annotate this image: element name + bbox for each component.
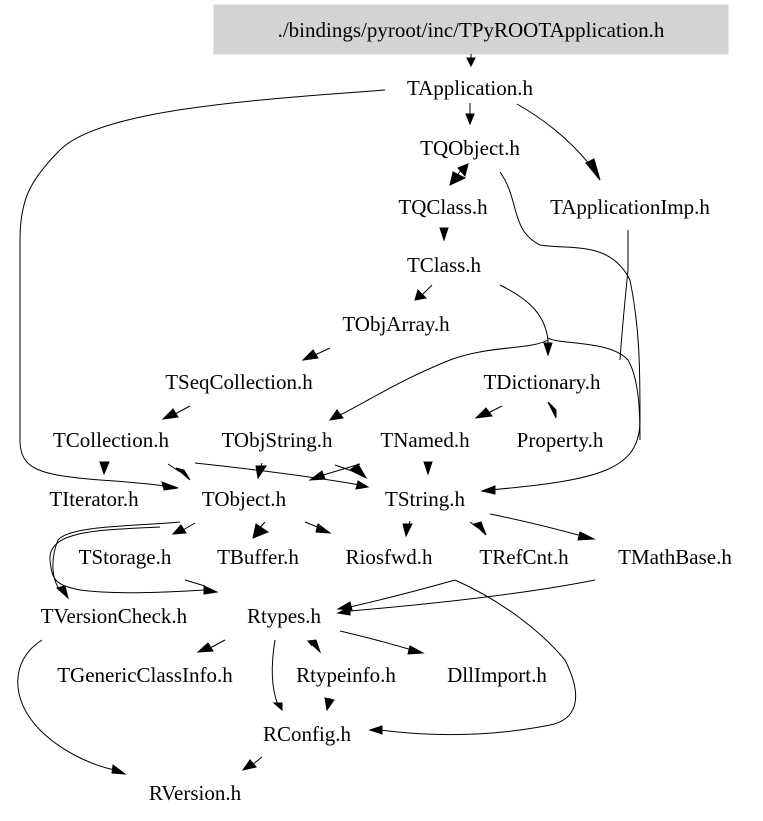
arrowhead — [480, 485, 496, 495]
node-tmathbase[interactable]: TMathBase.h — [618, 545, 732, 569]
edge-trefcnt-rtypes — [349, 579, 456, 608]
root-node-label: ./bindings/pyroot/inc/TPyROOTApplication… — [278, 18, 665, 42]
arrowhead — [306, 639, 322, 654]
arrowhead — [402, 523, 413, 538]
arrowhead — [349, 463, 368, 480]
node-root[interactable]: ./bindings/pyroot/inc/TPyROOTApplication… — [213, 4, 729, 55]
arrowhead — [203, 585, 219, 595]
edge-tobject-tstorage — [182, 522, 196, 531]
edge-tdictionary-tnamed — [487, 405, 503, 414]
node-tobjstring[interactable]: TObjString.h — [221, 428, 333, 452]
arrowhead — [473, 521, 487, 536]
arrowhead — [161, 481, 179, 491]
node-tseqcollection[interactable]: TSeqCollection.h — [165, 370, 313, 394]
arrowhead — [439, 227, 449, 242]
node-trefcnt[interactable]: TRefCnt.h — [479, 545, 569, 569]
node-rtypeinfo[interactable]: Rtypeinfo.h — [296, 663, 396, 687]
arrowhead — [407, 645, 425, 655]
node-rversion[interactable]: RVersion.h — [149, 781, 242, 805]
arrowhead — [474, 407, 493, 419]
arrowhead — [99, 461, 110, 476]
arrowhead — [55, 585, 69, 600]
arrowhead — [111, 764, 127, 775]
edge-tapplication-tobject — [19, 89, 386, 487]
edge-tobjarray-tseqcollection — [314, 347, 331, 356]
edge-tclass-tobjarray — [421, 284, 433, 296]
root-node-box — [213, 4, 729, 55]
edge-tclass-tdictionary — [499, 284, 549, 345]
arrowhead — [171, 524, 187, 535]
arrowhead — [272, 702, 283, 712]
edge-tobject-tversioncheck — [52, 521, 181, 591]
edge-tapplicationimp-tstring — [619, 230, 629, 361]
edge-rtypes-tgenericclassinfo — [209, 639, 226, 649]
node-titerator[interactable]: TIterator.h — [49, 487, 139, 511]
edge-tversioncheck-rversion — [17, 639, 116, 771]
node-tobject[interactable]: TObject.h — [202, 487, 287, 511]
node-tqclass[interactable]: TQClass.h — [398, 195, 488, 219]
node-tclass[interactable]: TClass.h — [407, 253, 482, 277]
edge-rtypes-dllimport — [339, 630, 413, 651]
edge-trefcnt-rconfig — [379, 579, 577, 736]
node-tstring[interactable]: TString.h — [385, 487, 465, 511]
edge-tnamed-tobject — [319, 463, 361, 477]
node-tbuffer[interactable]: TBuffer.h — [217, 545, 299, 569]
node-tobjarray[interactable]: TObjArray.h — [342, 312, 450, 336]
edge-tclass-tobjstring — [339, 339, 549, 416]
arrowhead — [196, 642, 214, 653]
edge-tstring-tmathbase — [489, 513, 583, 537]
arrowhead — [324, 697, 335, 712]
node-tversioncheck[interactable]: TVersionCheck.h — [41, 604, 188, 628]
edge-tobject-rtypes — [49, 526, 206, 594]
arrowhead — [465, 113, 475, 126]
arrowhead — [423, 461, 433, 476]
node-tqobject[interactable]: TQObject.h — [420, 136, 520, 160]
edge-tseqcollection-tcollection — [174, 405, 191, 415]
node-tnamed[interactable]: TNamed.h — [380, 428, 470, 452]
node-dllimport[interactable]: DllImport.h — [447, 663, 547, 687]
edge-tcollection-tstring — [194, 462, 361, 486]
arrowhead — [336, 606, 351, 616]
edge-tqobject-tstring — [489, 171, 641, 491]
arrowhead — [585, 158, 601, 181]
edge-rtypes-rconfig — [271, 639, 279, 706]
arrowhead — [577, 531, 596, 541]
node-tgenericclassinfo[interactable]: TGenericClassInfo.h — [57, 663, 233, 687]
arrowhead — [543, 342, 553, 357]
arrowhead — [175, 467, 191, 481]
arrowhead — [368, 725, 383, 735]
arrowhead — [315, 523, 332, 534]
node-tcollection[interactable]: TCollection.h — [53, 428, 170, 452]
nodes: TApplication.h TQObject.h TQClass.h TApp… — [41, 76, 733, 805]
arrowhead — [328, 409, 344, 421]
arrowhead — [414, 289, 428, 301]
node-rtypes[interactable]: Rtypes.h — [247, 604, 322, 628]
edge-tapplication-tapplicationimp — [516, 103, 591, 166]
node-property[interactable]: Property.h — [517, 428, 604, 452]
node-rconfig[interactable]: RConfig.h — [263, 722, 352, 746]
node-tapplicationimp[interactable]: TApplicationImp.h — [550, 195, 710, 219]
arrowhead — [308, 470, 326, 481]
arrowhead — [547, 401, 557, 419]
arrowhead — [355, 480, 370, 490]
arrowhead — [161, 408, 179, 420]
node-tstorage[interactable]: TStorage.h — [79, 545, 172, 569]
arrowhead — [255, 465, 267, 480]
arrowhead — [252, 523, 270, 539]
arrowhead — [241, 759, 257, 771]
arrowhead — [301, 349, 319, 361]
edges — [17, 54, 641, 775]
arrowhead — [466, 57, 476, 68]
node-riosfwd[interactable]: Riosfwd.h — [346, 545, 433, 569]
edge-tstorage-rtypes — [184, 579, 206, 587]
node-tdictionary[interactable]: TDictionary.h — [483, 370, 601, 394]
arrowhead — [449, 171, 467, 186]
edge-tclass-tstring — [547, 337, 641, 441]
edge-tmathbase-rtypes — [349, 579, 596, 612]
edge-tcollection-tobject — [167, 463, 181, 473]
node-tapplication[interactable]: TApplication.h — [407, 76, 534, 100]
arrowhead — [457, 163, 469, 178]
